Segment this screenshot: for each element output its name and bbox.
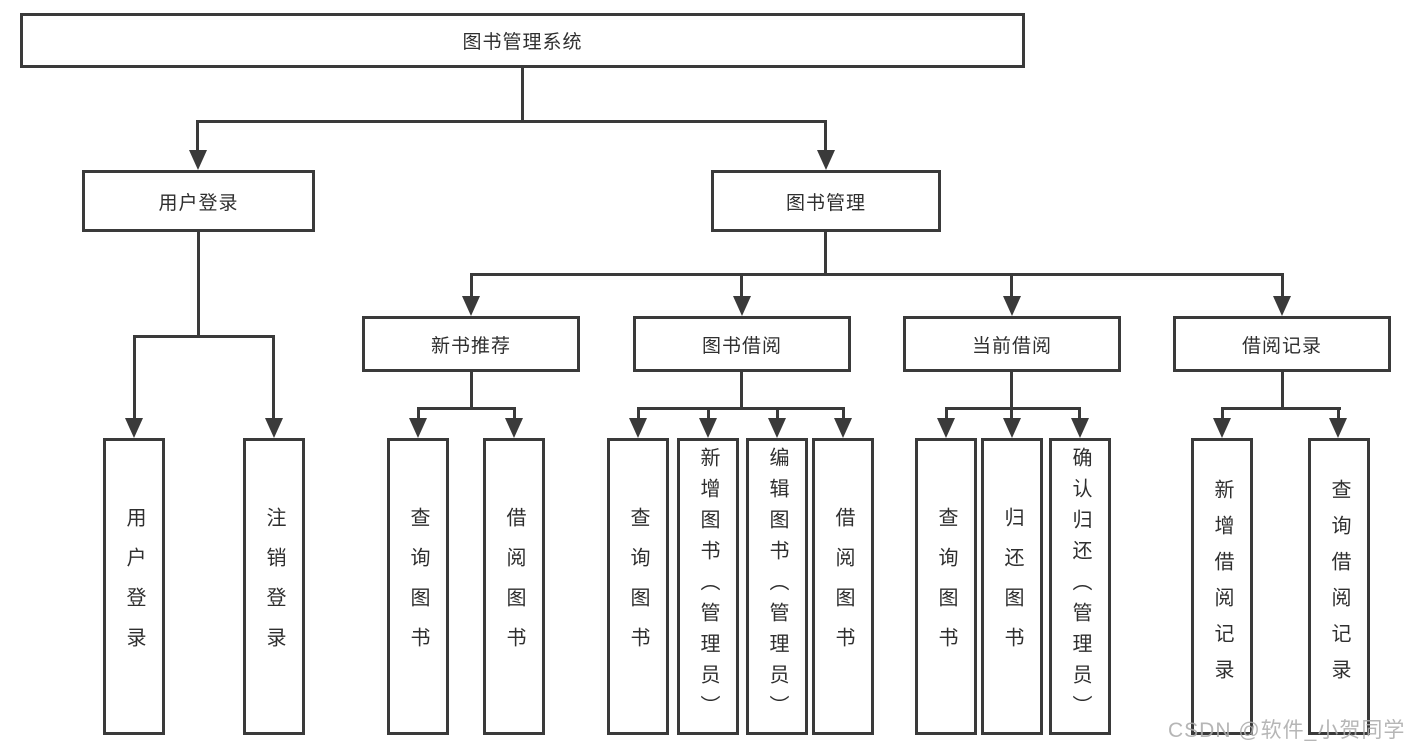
connector-to-current-borrow <box>1010 273 1013 298</box>
connector-new-book-rec-split <box>417 407 516 410</box>
leaf-add-book-admin-label: 新增图书（管理员） <box>697 447 719 726</box>
arrowhead-book-mgmt <box>817 150 835 170</box>
connector-to-leaf-borrow-book-rec <box>513 407 516 420</box>
leaf-query-book-borrow-label: 查询图书 <box>627 506 649 667</box>
node-root: 图书管理系统 <box>20 13 1025 68</box>
leaf-confirm-return-admin: 确认归还（管理员） <box>1049 438 1111 735</box>
leaf-query-book-rec-label: 查询图书 <box>407 506 429 667</box>
connector-to-leaf-add-record <box>1221 407 1224 420</box>
connector-to-leaf-query-record <box>1337 407 1340 420</box>
connector-current-borrow-split <box>945 407 1081 410</box>
connector-book-borrow-stem <box>740 369 743 409</box>
connector-to-leaf-confirm-return <box>1078 407 1081 420</box>
leaf-query-borrow-record: 查询借阅记录 <box>1308 438 1370 735</box>
node-book-borrow: 图书借阅 <box>633 316 851 372</box>
node-new-book-rec: 新书推荐 <box>362 316 580 372</box>
arrowhead-leaf-borrow-book-rec <box>505 418 523 438</box>
connector-to-leaf-query-book-current <box>945 407 948 420</box>
connector-to-book-borrow <box>740 273 743 298</box>
leaf-logout: 注销登录 <box>243 438 305 735</box>
csdn-watermark: CSDN @软件_小贺同学 <box>1168 719 1405 742</box>
node-new-book-rec-label: 新书推荐 <box>430 335 511 357</box>
leaf-add-borrow-record: 新增借阅记录 <box>1191 438 1253 735</box>
connector-to-borrow-records <box>1281 273 1284 298</box>
leaf-borrow-book-borrow: 借阅图书 <box>812 438 874 735</box>
leaf-borrow-book-borrow-label: 借阅图书 <box>832 506 854 667</box>
connector-to-leaf-query-book-rec <box>417 407 420 420</box>
connector-to-leaf-user-login <box>133 335 136 420</box>
leaf-query-book-current: 查询图书 <box>915 438 977 735</box>
leaf-add-borrow-record-label: 新增借阅记录 <box>1211 478 1233 695</box>
connector-current-borrow-stem <box>1010 369 1013 409</box>
connector-to-leaf-query-book-borrow <box>637 407 640 420</box>
leaf-borrow-book-rec: 借阅图书 <box>483 438 545 735</box>
arrowhead-user-login <box>189 150 207 170</box>
leaf-query-book-rec: 查询图书 <box>387 438 449 735</box>
leaf-user-login: 用户登录 <box>103 438 165 735</box>
connector-to-book-mgmt <box>824 120 827 152</box>
arrowhead-leaf-borrow-book-borrow <box>834 418 852 438</box>
leaf-return-book: 归还图书 <box>981 438 1043 735</box>
leaf-add-book-admin: 新增图书（管理员） <box>677 438 739 735</box>
connector-borrow-records-split <box>1221 407 1341 410</box>
arrowhead-leaf-add-book <box>699 418 717 438</box>
arrowhead-borrow-records <box>1273 296 1291 316</box>
arrowhead-leaf-logout <box>265 418 283 438</box>
connector-borrow-records-stem <box>1281 369 1284 409</box>
leaf-edit-book-admin: 编辑图书（管理员） <box>746 438 808 735</box>
arrowhead-leaf-add-record <box>1213 418 1231 438</box>
connector-book-borrow-split <box>637 407 845 410</box>
arrowhead-leaf-query-book-borrow <box>629 418 647 438</box>
arrowhead-current-borrow <box>1003 296 1021 316</box>
node-current-borrow: 当前借阅 <box>903 316 1121 372</box>
leaf-confirm-return-admin-label: 确认归还（管理员） <box>1069 447 1091 726</box>
leaf-query-book-borrow: 查询图书 <box>607 438 669 735</box>
arrowhead-leaf-confirm-return <box>1071 418 1089 438</box>
connector-root-stem <box>521 66 524 122</box>
connector-to-leaf-borrow-book-borrow <box>842 407 845 420</box>
connector-user-login-split <box>133 335 275 338</box>
node-current-borrow-label: 当前借阅 <box>971 335 1052 357</box>
arrowhead-leaf-query-book-current <box>937 418 955 438</box>
node-book-borrow-label: 图书借阅 <box>701 335 782 357</box>
arrowhead-leaf-edit-book <box>768 418 786 438</box>
leaf-query-book-current-label: 查询图书 <box>935 506 957 667</box>
connector-new-book-rec-stem <box>470 369 473 409</box>
leaf-edit-book-admin-label: 编辑图书（管理员） <box>766 447 788 726</box>
leaf-query-borrow-record-label: 查询借阅记录 <box>1328 478 1350 695</box>
leaf-borrow-book-rec-label: 借阅图书 <box>503 506 525 667</box>
node-borrow-records-label: 借阅记录 <box>1241 335 1322 357</box>
arrowhead-book-borrow <box>733 296 751 316</box>
connector-to-new-book-rec <box>470 273 473 298</box>
connector-book-mgmt-split <box>470 273 1284 276</box>
node-user-login: 用户登录 <box>82 170 315 232</box>
connector-to-leaf-edit-book <box>776 407 779 420</box>
arrowhead-leaf-user-login <box>125 418 143 438</box>
node-book-mgmt-label: 图书管理 <box>785 192 866 214</box>
connector-to-user-login <box>196 120 199 152</box>
arrowhead-leaf-query-book-rec <box>409 418 427 438</box>
connector-user-login-stem <box>197 229 200 337</box>
arrowhead-leaf-return-book <box>1003 418 1021 438</box>
connector-to-leaf-logout <box>272 335 275 420</box>
node-book-mgmt: 图书管理 <box>711 170 941 232</box>
leaf-return-book-label: 归还图书 <box>1001 506 1023 667</box>
connector-to-leaf-return-book <box>1010 407 1013 420</box>
arrowhead-new-book-rec <box>462 296 480 316</box>
leaf-user-login-label: 用户登录 <box>123 506 145 667</box>
connector-to-leaf-add-book <box>707 407 710 420</box>
arrowhead-leaf-query-record <box>1329 418 1347 438</box>
node-borrow-records: 借阅记录 <box>1173 316 1391 372</box>
leaf-logout-label: 注销登录 <box>263 506 285 667</box>
node-user-login-label: 用户登录 <box>158 192 239 214</box>
node-root-label: 图书管理系统 <box>462 32 583 53</box>
connector-root-split <box>197 120 827 123</box>
connector-book-mgmt-stem <box>824 229 827 275</box>
